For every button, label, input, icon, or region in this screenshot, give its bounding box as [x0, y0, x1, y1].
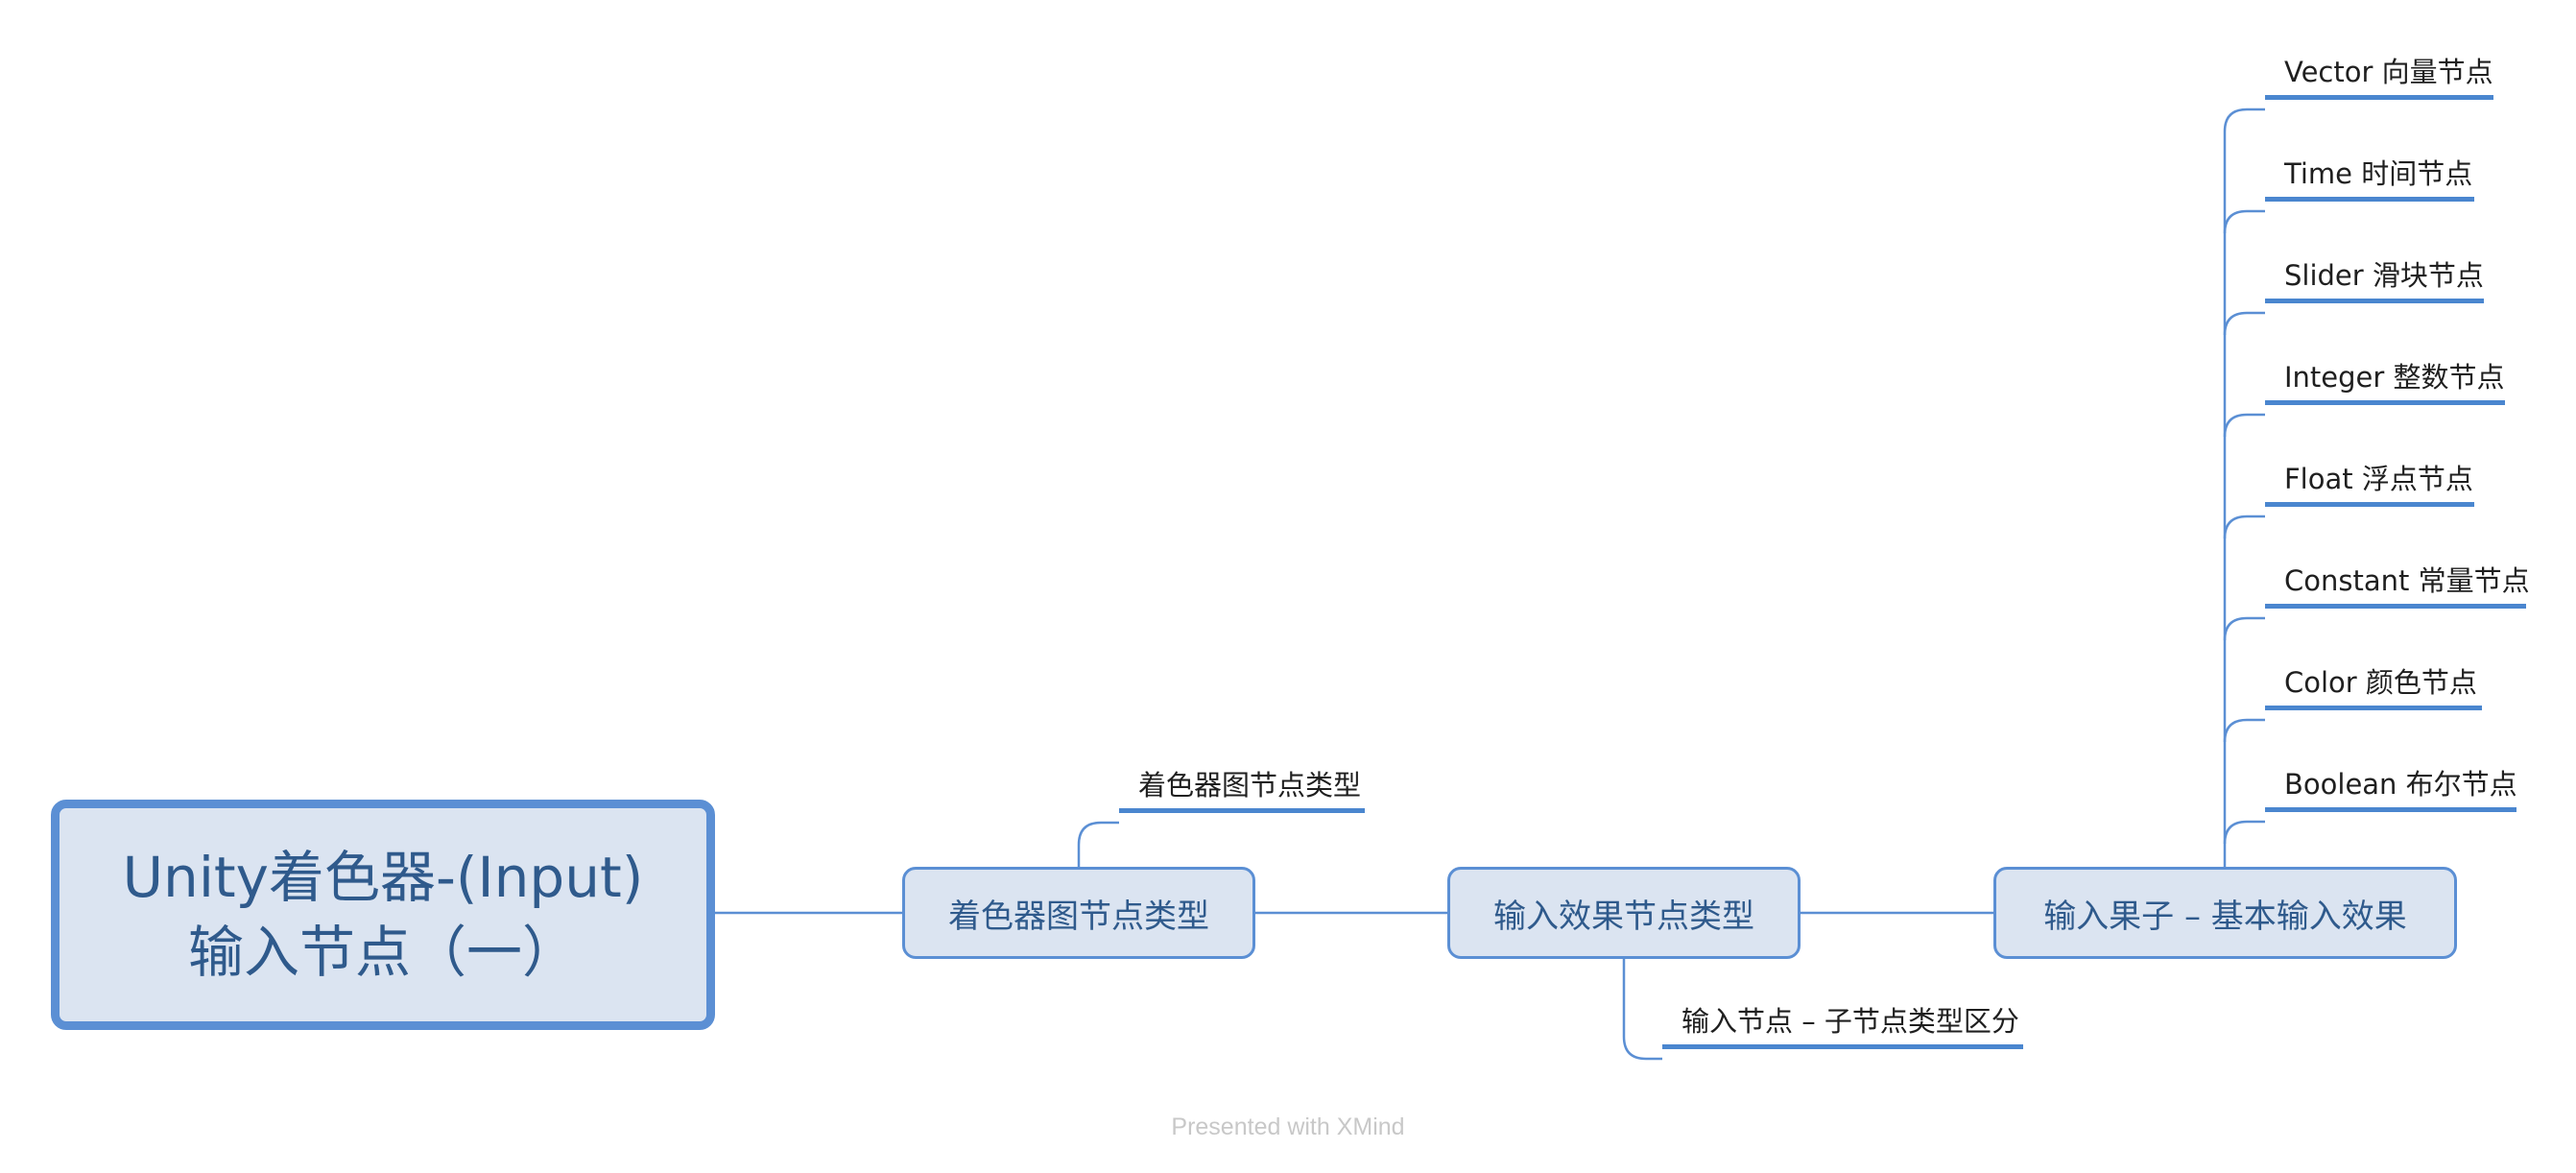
topic-label: 着色器图节点类型: [948, 897, 1209, 936]
subtopic-label: Float 浮点节点: [2284, 463, 2473, 495]
subtopic-float-node[interactable]: Float 浮点节点: [2265, 462, 2474, 507]
watermark: Presented with XMind: [1171, 1113, 1405, 1140]
subtopic-shader-graph-node-types[interactable]: 着色器图节点类型: [1119, 768, 1365, 813]
connector-fruit-leaf-integer: [2223, 413, 2265, 438]
subtopic-label: Constant 常量节点: [2284, 564, 2530, 597]
central-topic-line-1: Unity着色器-(Input): [122, 845, 644, 910]
subtopic-label: Slider 滑块节点: [2284, 259, 2484, 292]
topic-shader-graph-node-types[interactable]: 着色器图节点类型: [902, 867, 1255, 959]
connector-fruit-leaf-time: [2223, 209, 2265, 234]
connector-fruit-leaf-color: [2223, 718, 2265, 743]
connector-fruit-leaf-float: [2223, 515, 2265, 539]
subtopic-integer-node[interactable]: Integer 整数节点: [2265, 360, 2505, 405]
central-topic[interactable]: Unity着色器-(Input) 输入节点（一）: [51, 800, 715, 1030]
subtopic-label: Color 颜色节点: [2284, 666, 2477, 699]
topic-label: 输入果子 – 基本输入效果: [2043, 897, 2407, 936]
connector-fruit-leaf-boolean: [2223, 820, 2265, 845]
topic-input-fruit-basic-effect[interactable]: 输入果子 – 基本输入效果: [1993, 867, 2457, 959]
subtopic-time-node[interactable]: Time 时间节点: [2265, 156, 2474, 202]
topic-label: 输入效果节点类型: [1493, 897, 1754, 936]
subtopic-label: 着色器图节点类型: [1138, 769, 1362, 802]
subtopic-constant-node[interactable]: Constant 常量节点: [2265, 563, 2530, 609]
central-topic-line-2: 输入节点（一）: [187, 920, 578, 985]
subtopic-label: Boolean 布尔节点: [2284, 768, 2517, 801]
subtopic-vector-node[interactable]: Vector 向量节点: [2265, 55, 2493, 100]
subtopic-boolean-node[interactable]: Boolean 布尔节点: [2265, 767, 2517, 812]
subtopic-label: 输入节点 – 子节点类型区分: [1682, 1005, 2019, 1038]
connector-input-effect-leaf: [1622, 959, 1662, 1061]
connector-fruit-leaf-slider: [2223, 311, 2265, 336]
connector-fruit-leaf-constant: [2223, 616, 2265, 641]
subtopic-label: Integer 整数节点: [2284, 361, 2505, 394]
subtopic-label: Time 时间节点: [2284, 157, 2473, 190]
connector-shader-types-leaf: [1077, 821, 1119, 867]
topic-input-effect-node-types[interactable]: 输入效果节点类型: [1447, 867, 1801, 959]
connector-fruit-trunk: [2223, 108, 2265, 867]
subtopic-slider-node[interactable]: Slider 滑块节点: [2265, 258, 2484, 303]
subtopic-input-node-subtypes[interactable]: 输入节点 – 子节点类型区分: [1662, 1004, 2023, 1049]
subtopic-color-node[interactable]: Color 颜色节点: [2265, 665, 2482, 710]
subtopic-label: Vector 向量节点: [2284, 56, 2493, 88]
